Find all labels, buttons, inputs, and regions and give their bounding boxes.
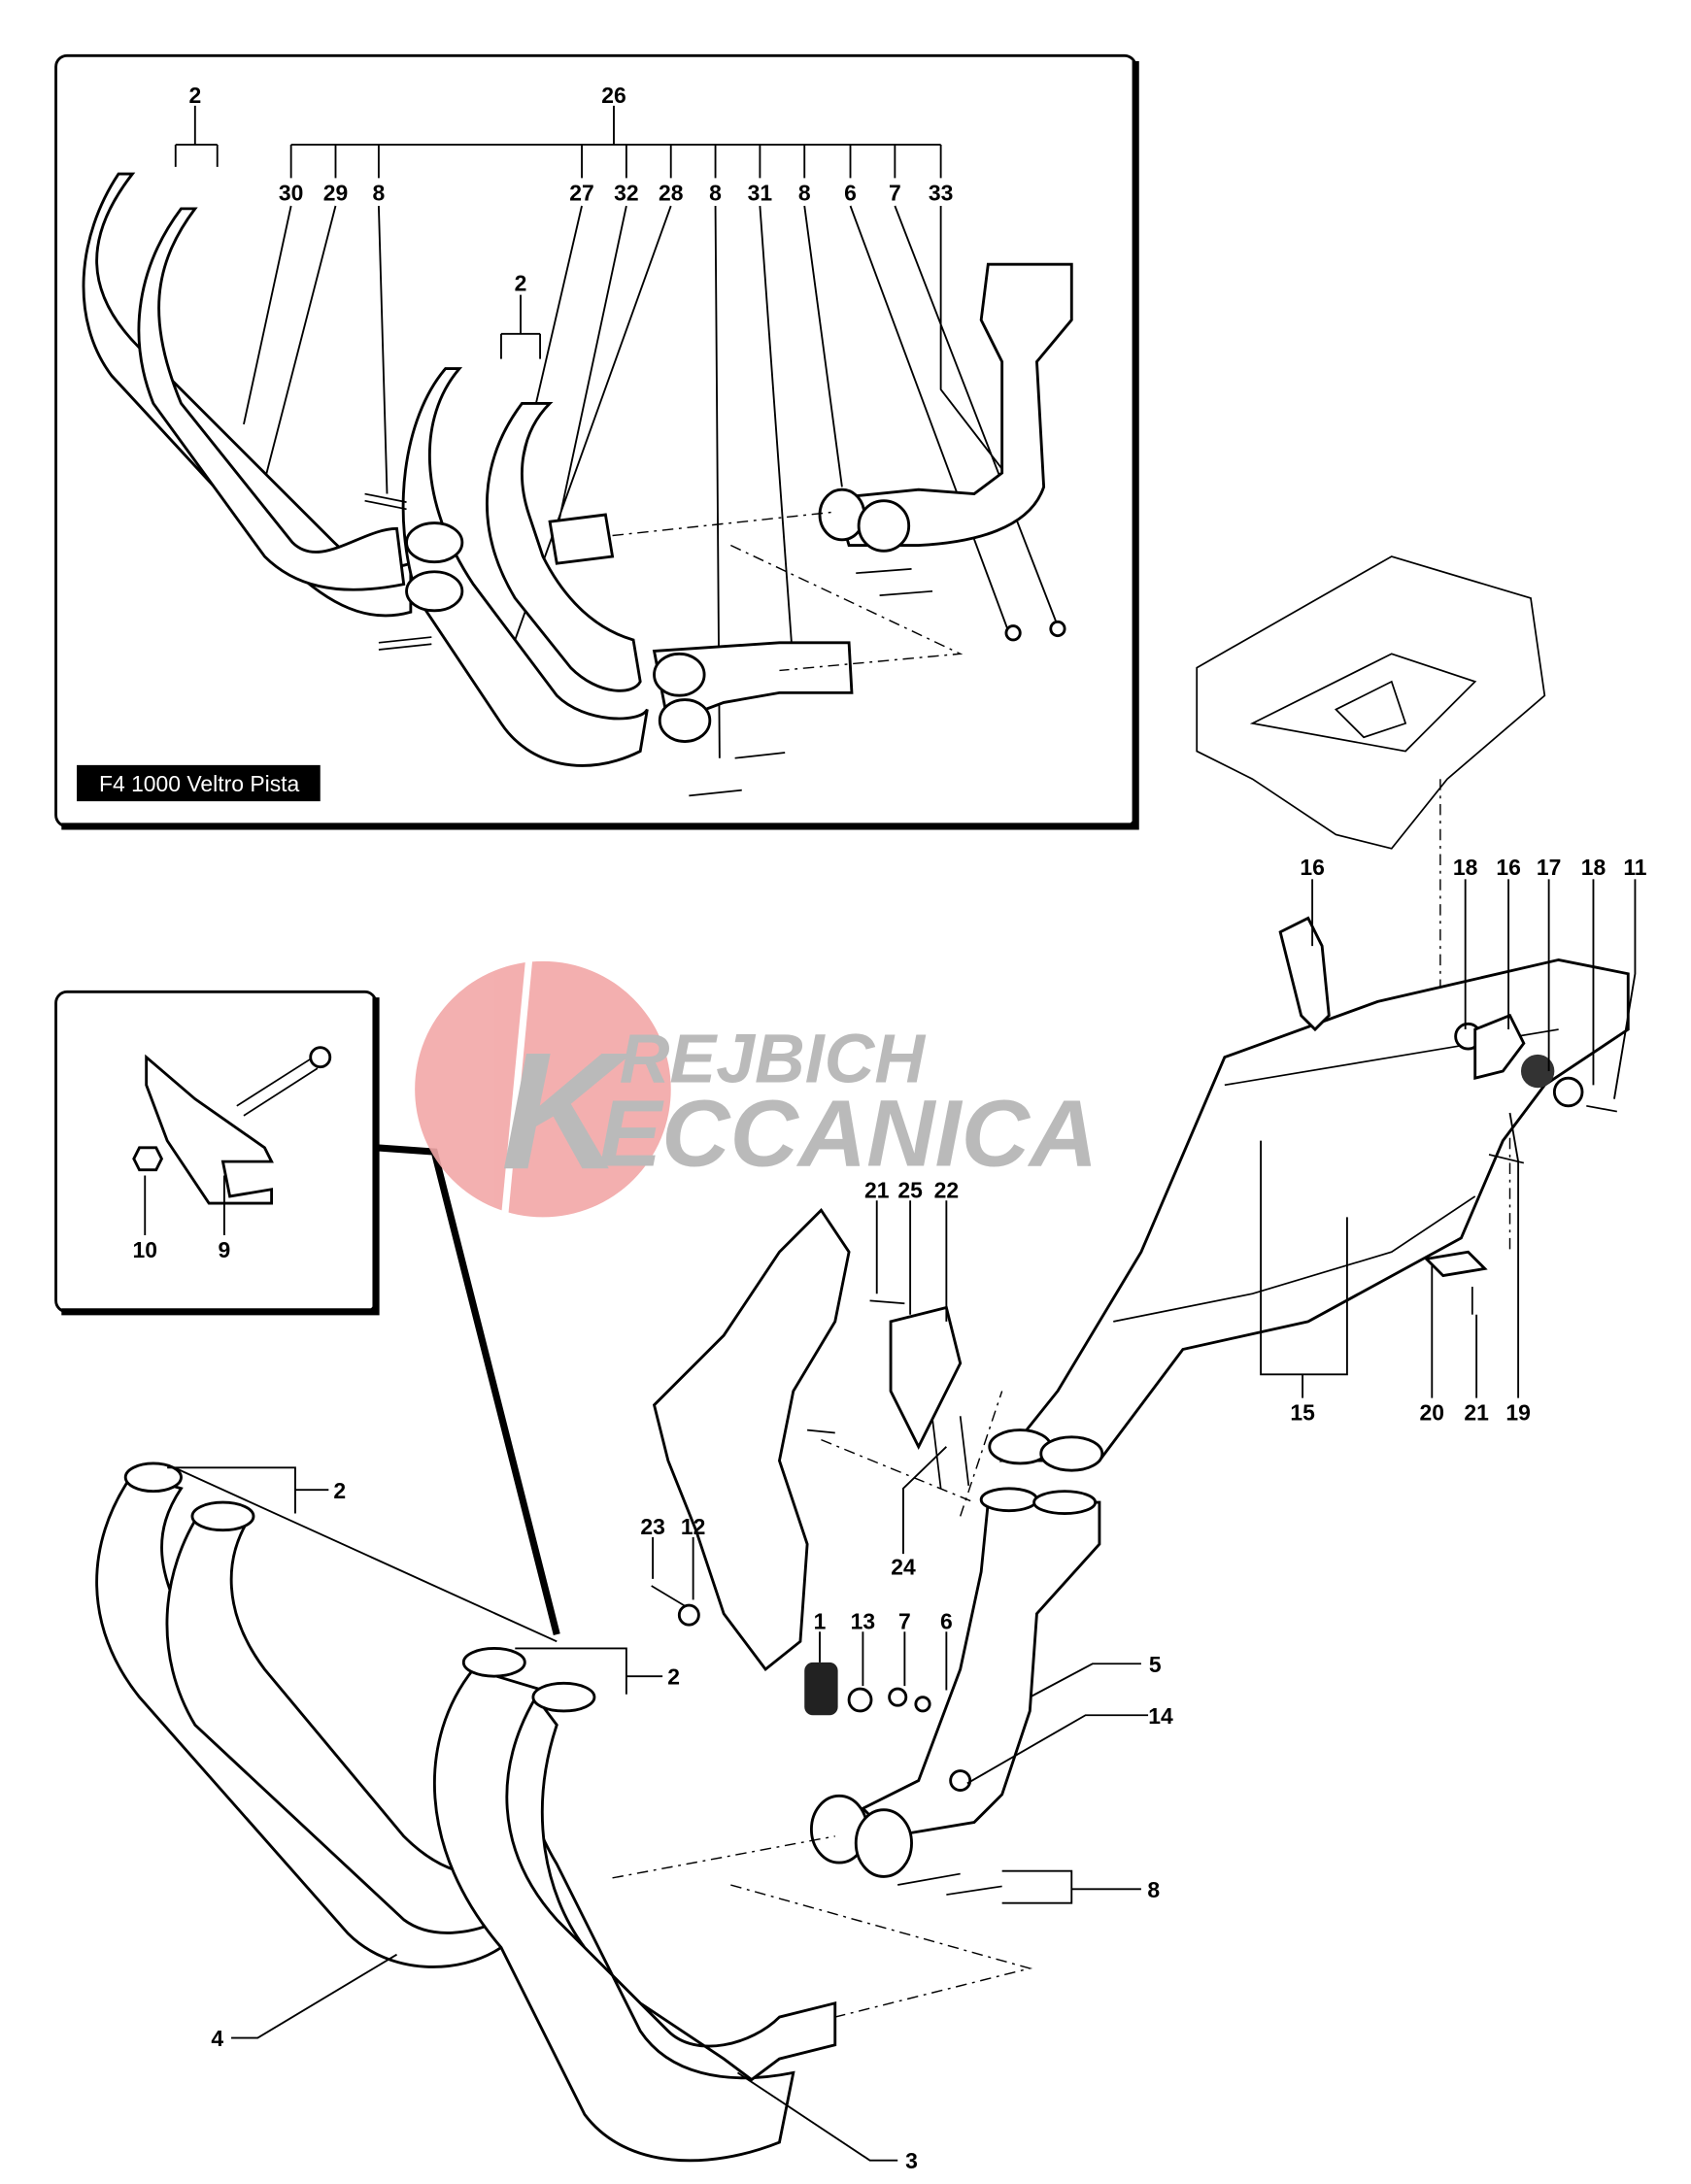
callout: 26: [601, 83, 626, 108]
svg-text:REJBICH: REJBICH: [620, 1020, 927, 1097]
callout: 18: [1453, 855, 1478, 880]
callout: 9: [219, 1237, 231, 1262]
callout: 22: [934, 1177, 959, 1202]
callout: 20: [1420, 1400, 1444, 1426]
bracket-inset: 10 9: [54, 990, 560, 1636]
svg-text:K: K: [501, 1018, 632, 1204]
svg-text:ECCANICA: ECCANICA: [598, 1080, 1098, 1186]
callout: 14: [1148, 1703, 1173, 1729]
callout: 8: [1147, 1877, 1160, 1902]
callout: 18: [1581, 855, 1606, 880]
callout: 2: [188, 83, 201, 108]
callout: 29: [323, 180, 348, 205]
callout: 6: [844, 180, 857, 205]
callout: 17: [1537, 855, 1561, 880]
callout: 12: [681, 1514, 705, 1539]
callout: 13: [851, 1608, 875, 1633]
callout: 2: [333, 1478, 346, 1503]
callout: 6: [940, 1608, 953, 1633]
callout: 8: [798, 180, 811, 205]
callout: 1: [814, 1608, 827, 1633]
callout: 16: [1496, 855, 1520, 880]
callout: 5: [1149, 1652, 1162, 1677]
callout: 16: [1300, 855, 1324, 880]
callout: 10: [133, 1237, 157, 1262]
veltro-pista-inset: F4 1000 Veltro Pista 2 26 30 29 8 27 32 …: [54, 53, 1139, 830]
watermark-logo: K REJBICH ECCANICA: [415, 959, 1098, 1225]
callout: 8: [709, 180, 722, 205]
callout: 3: [905, 2148, 918, 2173]
callout: 8: [373, 180, 386, 205]
main-exhaust-assembly: 16 18 16 17 18 11 21 25 22 15 20 21 19 2…: [95, 555, 1647, 2173]
callout: 2: [515, 270, 527, 295]
callout: 11: [1623, 855, 1646, 880]
callout: 21: [1464, 1400, 1489, 1426]
callout: 7: [898, 1608, 911, 1633]
callout: 4: [211, 2026, 223, 2051]
callout: 23: [640, 1514, 664, 1539]
callout: 30: [279, 180, 303, 205]
callout: 27: [569, 180, 593, 205]
callout: 15: [1290, 1400, 1315, 1426]
callout: 28: [659, 180, 684, 205]
callout: 31: [748, 180, 773, 205]
callout: 33: [929, 180, 953, 205]
callout: 7: [889, 180, 901, 205]
callout: 32: [614, 180, 638, 205]
callout: 19: [1505, 1400, 1530, 1426]
model-label: F4 1000 Veltro Pista: [99, 771, 300, 796]
callout: 2: [667, 1664, 680, 1690]
callout: 21: [864, 1177, 890, 1202]
callout: 25: [897, 1177, 923, 1202]
callout: 24: [891, 1555, 916, 1580]
